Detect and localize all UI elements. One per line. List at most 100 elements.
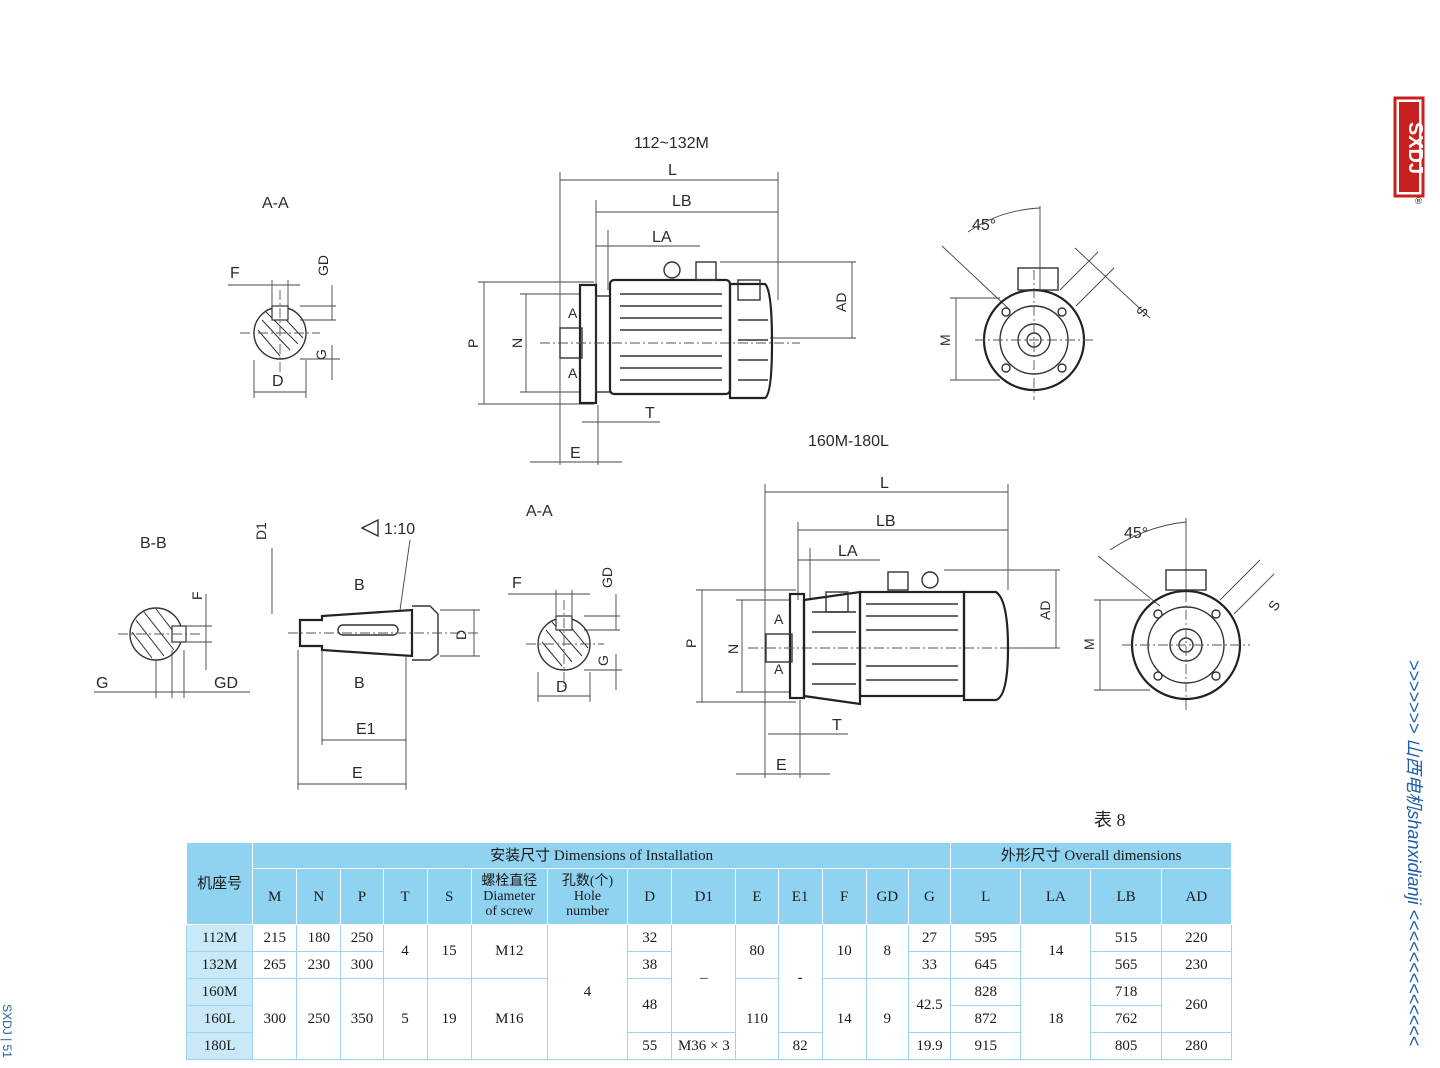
- col-la: LA: [1020, 868, 1092, 925]
- cell-p: 250: [340, 924, 384, 952]
- dimensions-table-wrap: 机座号 安装尺寸 Dimensions of Installation 外形尺寸…: [185, 842, 1233, 1060]
- top-motor-e: E: [570, 445, 581, 462]
- cell-holes: 4: [546, 924, 629, 1060]
- col-d1: D1: [671, 868, 737, 925]
- section-bb-f: F: [189, 591, 205, 600]
- top-motor-a1: A: [568, 305, 578, 321]
- cell-l: 645: [950, 951, 1022, 979]
- cell-screw: M16: [470, 978, 548, 1060]
- col-g: G: [907, 868, 952, 925]
- bottom-motor-lb: LB: [876, 513, 896, 530]
- frame-cell: 132M: [185, 951, 254, 979]
- top-motor-la: LA: [652, 229, 672, 246]
- col-l: L: [950, 868, 1022, 925]
- top-section-a-view: A-A F GD G D: [228, 195, 340, 398]
- cell-p: 300: [340, 951, 384, 979]
- cell-lb: 718: [1090, 978, 1162, 1006]
- col-s: S: [426, 868, 472, 925]
- cell-la: 14: [1020, 924, 1092, 979]
- cell-l: 872: [950, 1005, 1022, 1033]
- bottom-motor-a1: A: [774, 611, 784, 627]
- col-screw-en1: Diameter: [483, 889, 536, 904]
- cell-d1: –: [671, 924, 737, 1033]
- cell-gd: 9: [865, 978, 909, 1060]
- col-ad: AD: [1160, 868, 1233, 925]
- cell-gd: 8: [865, 924, 909, 979]
- col-n: N: [296, 868, 342, 925]
- table-row: 160L 872 762: [185, 1005, 1232, 1033]
- logo-text: SXDJ: [1404, 122, 1426, 174]
- cell-ad: 260: [1160, 978, 1233, 1033]
- top-section-a-f: F: [230, 265, 240, 282]
- col-gd: GD: [865, 868, 909, 925]
- cell-d: 32: [627, 924, 673, 952]
- bottom-section-a-view: A-A F GD G D: [508, 503, 622, 702]
- top-end-view: 45° S M: [937, 206, 1151, 400]
- shaft-taper: 1:10: [384, 521, 415, 538]
- bottom-end-m: M: [1081, 638, 1097, 650]
- cell-m: 300: [252, 978, 298, 1060]
- col-holes-en1: Hole: [573, 889, 602, 904]
- brand-logo: SXDJ ®: [1393, 96, 1426, 206]
- top-end-angle: 45°: [972, 217, 996, 234]
- page-footer-text: SXDJ | 51: [0, 1004, 14, 1058]
- col-lb: LB: [1090, 868, 1162, 925]
- cell-g: 42.5: [907, 978, 952, 1033]
- col-e: E: [735, 868, 779, 925]
- cell-d: 38: [627, 951, 673, 979]
- col-d: D: [627, 868, 673, 925]
- bottom-end-angle: 45°: [1124, 525, 1148, 542]
- shaft-d1: D1: [253, 522, 269, 540]
- logo-registered-mark: ®: [1414, 197, 1423, 206]
- col-screw: 螺栓直径 Diameter of screw: [470, 868, 548, 925]
- dimensions-table: 机座号 安装尺寸 Dimensions of Installation 外形尺寸…: [185, 842, 1233, 1060]
- cell-ad: 220: [1160, 924, 1233, 952]
- mid-title: 160M-180L: [808, 433, 889, 450]
- bottom-end-view: 45° S M: [1081, 518, 1283, 710]
- cell-screw: M12: [470, 924, 548, 979]
- cell-lb: 805: [1090, 1032, 1162, 1060]
- col-m: M: [252, 868, 298, 925]
- bottom-motor-a2: A: [774, 661, 784, 677]
- bottom-section-a-gd: GD: [599, 567, 615, 588]
- cell-t: 4: [382, 924, 428, 979]
- top-motor-ad: AD: [833, 293, 849, 312]
- col-p: P: [340, 868, 384, 925]
- top-end-m: M: [937, 334, 953, 346]
- side-title: >>>>>>> 山西电机shanxidianji <<<<<<<<<<<<<: [1395, 650, 1425, 1060]
- cell-d: 55: [627, 1032, 673, 1060]
- col-screw-en2: of screw: [485, 904, 534, 919]
- frame-cell: 180L: [185, 1032, 254, 1060]
- table-row: 112M 215 180 250 4 15 M12 4 32 – 80 - 10…: [185, 924, 1233, 1060]
- cell-e: 110: [735, 978, 779, 1060]
- cell-g: 33: [907, 951, 952, 979]
- frame-cell: 112M: [185, 924, 254, 952]
- top-motor-l: L: [668, 162, 677, 179]
- top-motor-t: T: [645, 405, 655, 422]
- table-row: 160M 300 250 350 5 19 M16 48 110 14 9 42…: [185, 978, 1233, 1060]
- cell-ad: 230: [1160, 951, 1233, 979]
- top-motor-lb: LB: [672, 193, 692, 210]
- top-section-a-d: D: [272, 373, 284, 390]
- cell-l: 915: [950, 1032, 1022, 1060]
- cell-n: 180: [296, 924, 342, 952]
- table-caption: 表 8: [1094, 810, 1126, 830]
- bottom-end-s: S: [1265, 597, 1284, 613]
- cell-s: 19: [426, 978, 472, 1060]
- header-install: 安装尺寸 Dimensions of Installation: [252, 842, 952, 869]
- top-motor-n: N: [509, 338, 525, 348]
- cell-lb: 565: [1090, 951, 1162, 979]
- frame-cell: 160L: [185, 1005, 254, 1033]
- bottom-section-a-f: F: [512, 575, 522, 592]
- col-e1: E1: [777, 868, 823, 925]
- cell-n: 230: [296, 951, 342, 979]
- section-bb-label: B-B: [140, 535, 167, 552]
- top-motor-title: 112~132M: [634, 135, 709, 152]
- top-motor-a2: A: [568, 365, 578, 381]
- cell-n: 250: [296, 978, 342, 1060]
- cell-la: 18: [1020, 978, 1092, 1060]
- cell-m: 265: [252, 951, 298, 979]
- bottom-motor-p: P: [683, 639, 699, 648]
- bottom-motor-la: LA: [838, 543, 858, 560]
